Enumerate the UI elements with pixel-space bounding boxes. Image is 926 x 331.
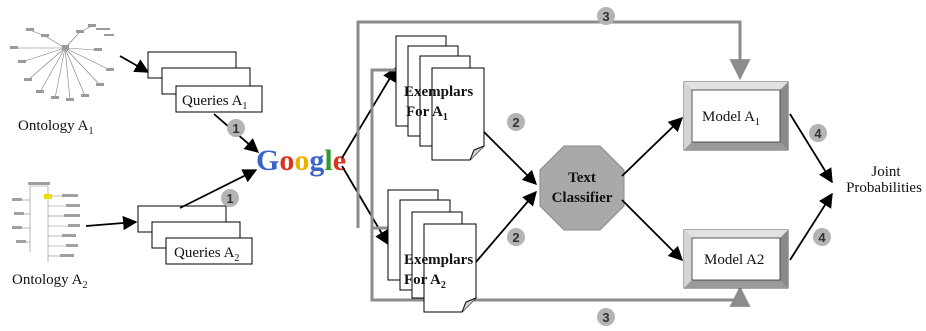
- step-badge-3-top: 3: [597, 7, 615, 25]
- arrow-classifier-to-model-a1: [621, 116, 684, 177]
- exemplars-a2-stack: [387, 189, 477, 313]
- exemplars-a2-line1: Exemplars: [404, 252, 473, 268]
- step-badge-1-bottom: 1: [221, 189, 239, 207]
- queries-a2-label: Queries A2: [174, 245, 239, 264]
- arrow-exemplars-a1-to-classifier: [483, 131, 538, 186]
- arrow-classifier-to-model-a2: [621, 199, 684, 262]
- arrow-model-a2-to-output: [789, 192, 833, 261]
- classifier-line1: Text: [568, 170, 596, 186]
- step-badge-4-top: 4: [809, 124, 827, 142]
- arrow-google-to-exemplars-a1: [341, 66, 397, 159]
- output-line2: Probabilities: [846, 180, 922, 196]
- queries-a1-label: Queries A1: [182, 93, 247, 112]
- model-a2-label: Model A2: [704, 252, 764, 268]
- ontology-a1-label: Ontology A1: [18, 118, 93, 137]
- ontology-a2-label: Ontology A2: [12, 272, 87, 291]
- bypass-line-top: [356, 20, 751, 228]
- step-badge-2-bottom: 2: [507, 228, 525, 246]
- classifier-line2: Classifier: [552, 190, 613, 206]
- svg-text:2: 2: [512, 115, 519, 130]
- queries-a1-stack: [147, 51, 263, 113]
- bypass-line-inner: [370, 68, 396, 230]
- text-classifier-octagon: [539, 145, 625, 231]
- ontology-a1-thumbnail: [10, 24, 114, 101]
- model-a1-box: [683, 81, 789, 151]
- queries-a2-stack: [137, 205, 253, 265]
- svg-text:3: 3: [602, 9, 609, 24]
- arrow-queries-a2-to-google: [179, 169, 258, 209]
- arrow-ontology-a1-to-queries: [119, 55, 150, 73]
- arrow-ontology-a2-to-queries: [85, 215, 138, 231]
- bypass-line-bottom: [370, 228, 751, 307]
- step-badge-1-top: 1: [227, 119, 245, 137]
- google-logo: Google: [256, 144, 346, 177]
- step-badge-2-top: 2: [507, 113, 525, 131]
- svg-text:1: 1: [232, 121, 239, 136]
- exemplars-a2-line2: For A2: [404, 272, 446, 291]
- exemplars-a1-line2: For A1: [406, 104, 448, 123]
- svg-text:4: 4: [814, 126, 822, 141]
- arrow-model-a1-to-output: [789, 113, 833, 184]
- output-line1: Joint: [871, 164, 901, 180]
- svg-text:4: 4: [818, 230, 826, 245]
- model-a2-box: [683, 229, 789, 289]
- arrow-google-to-exemplars-a2: [341, 165, 389, 246]
- step-badge-4-bottom: 4: [813, 228, 831, 246]
- exemplars-a1-line1: Exemplars: [404, 84, 473, 100]
- model-a1-label: Model A1: [702, 109, 760, 128]
- arrow-exemplars-a2-to-classifier: [475, 190, 537, 263]
- svg-text:2: 2: [512, 230, 519, 245]
- svg-text:3: 3: [602, 310, 609, 325]
- step-badge-3-bottom: 3: [597, 308, 615, 326]
- exemplars-a1-stack: [395, 35, 485, 161]
- svg-text:1: 1: [226, 191, 233, 206]
- ontology-a2-thumbnail: [12, 182, 80, 262]
